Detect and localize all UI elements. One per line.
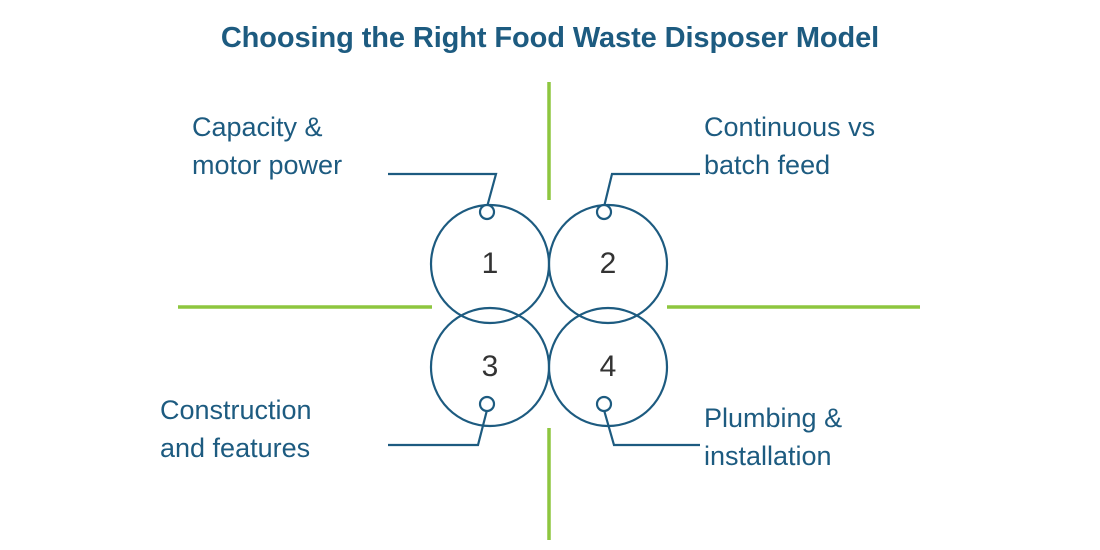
leader-line-3 <box>388 409 489 447</box>
leader-line-4 <box>602 409 700 447</box>
connector-ring-2 <box>595 203 613 221</box>
node-number-4: 4 <box>599 350 617 383</box>
leader-line-1 <box>388 172 498 208</box>
node-label-construction-and-features: Construction and features <box>160 395 312 464</box>
node-label-capacity-motor-power: Capacity & motor power <box>192 112 343 181</box>
connector-ring-3 <box>478 395 496 413</box>
node-label-plumbing-and-installation: Plumbing & installation <box>704 403 843 472</box>
node-circle-4 <box>547 306 669 428</box>
node-number-3: 3 <box>481 350 499 383</box>
connector-ring-4 <box>595 395 613 413</box>
connector-ring-1 <box>478 203 496 221</box>
leader-line-2 <box>602 172 700 208</box>
node-number-2: 2 <box>599 247 617 280</box>
page-title: Choosing the Right Food Waste Disposer M… <box>220 22 880 54</box>
node-label-continuous-vs-batch-feed: Continuous vs batch feed <box>704 112 876 181</box>
node-number-1: 1 <box>481 247 499 280</box>
